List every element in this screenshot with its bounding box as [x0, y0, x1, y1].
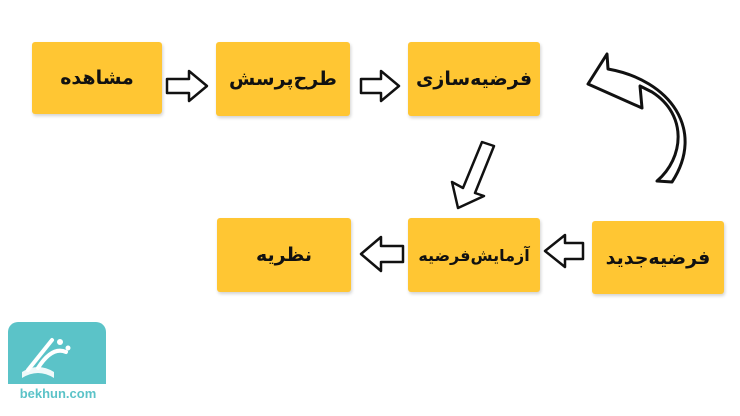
node-question: طرح‌پرسش [216, 42, 350, 116]
node-observation: مشاهده [32, 42, 162, 114]
logo-text: bekhun.com [19, 386, 97, 401]
node-hypothesis-label: فرضیه‌سازی [415, 68, 533, 90]
node-question-label: طرح‌پرسش [229, 68, 337, 90]
arrow-question-to-hypothesis [359, 69, 401, 103]
arrow-new-to-testing [543, 233, 585, 269]
logo-tile [8, 322, 106, 384]
arrow-testing-to-theory [359, 235, 405, 273]
node-new-hypothesis-label: فرضیه‌جدید [605, 246, 711, 269]
arrow-hypothesis-to-testing [450, 140, 496, 210]
book-icon [22, 338, 71, 378]
node-observation-label: مشاهده [60, 67, 134, 89]
arrow-observation-to-question [165, 69, 209, 103]
node-testing: آزمایش‌فرضیه [408, 218, 540, 292]
arrow-new-to-hypothesis [586, 52, 687, 184]
node-new-hypothesis: فرضیه‌جدید [592, 221, 724, 294]
site-logo: bekhun.com [8, 322, 108, 410]
node-hypothesis: فرضیه‌سازی [408, 42, 540, 116]
node-theory: نظریه [217, 218, 351, 292]
node-theory-label: نظریه [255, 244, 313, 266]
node-testing-label: آزمایش‌فرضیه [418, 245, 530, 265]
